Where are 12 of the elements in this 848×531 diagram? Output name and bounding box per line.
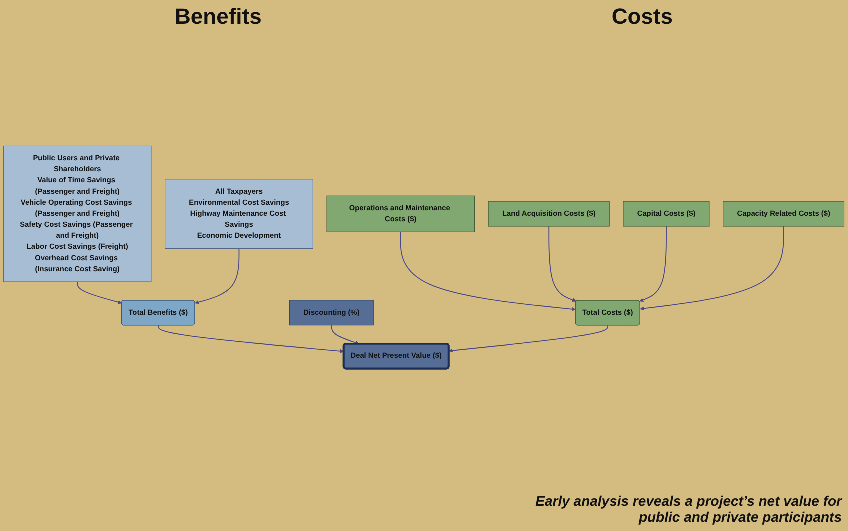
arrow — [548, 226, 577, 302]
arrow — [158, 325, 344, 354]
column-heading: Costs — [612, 4, 673, 30]
arrow — [640, 226, 784, 311]
arrow — [331, 324, 360, 345]
column-heading: Benefits — [175, 4, 262, 30]
arrow — [77, 282, 122, 304]
arrow — [448, 325, 609, 353]
arrow — [195, 248, 240, 304]
arrow — [400, 232, 576, 312]
arrow — [640, 226, 667, 302]
caption: Early analysis reveals a project’s net value for public and private participants — [534, 493, 842, 525]
